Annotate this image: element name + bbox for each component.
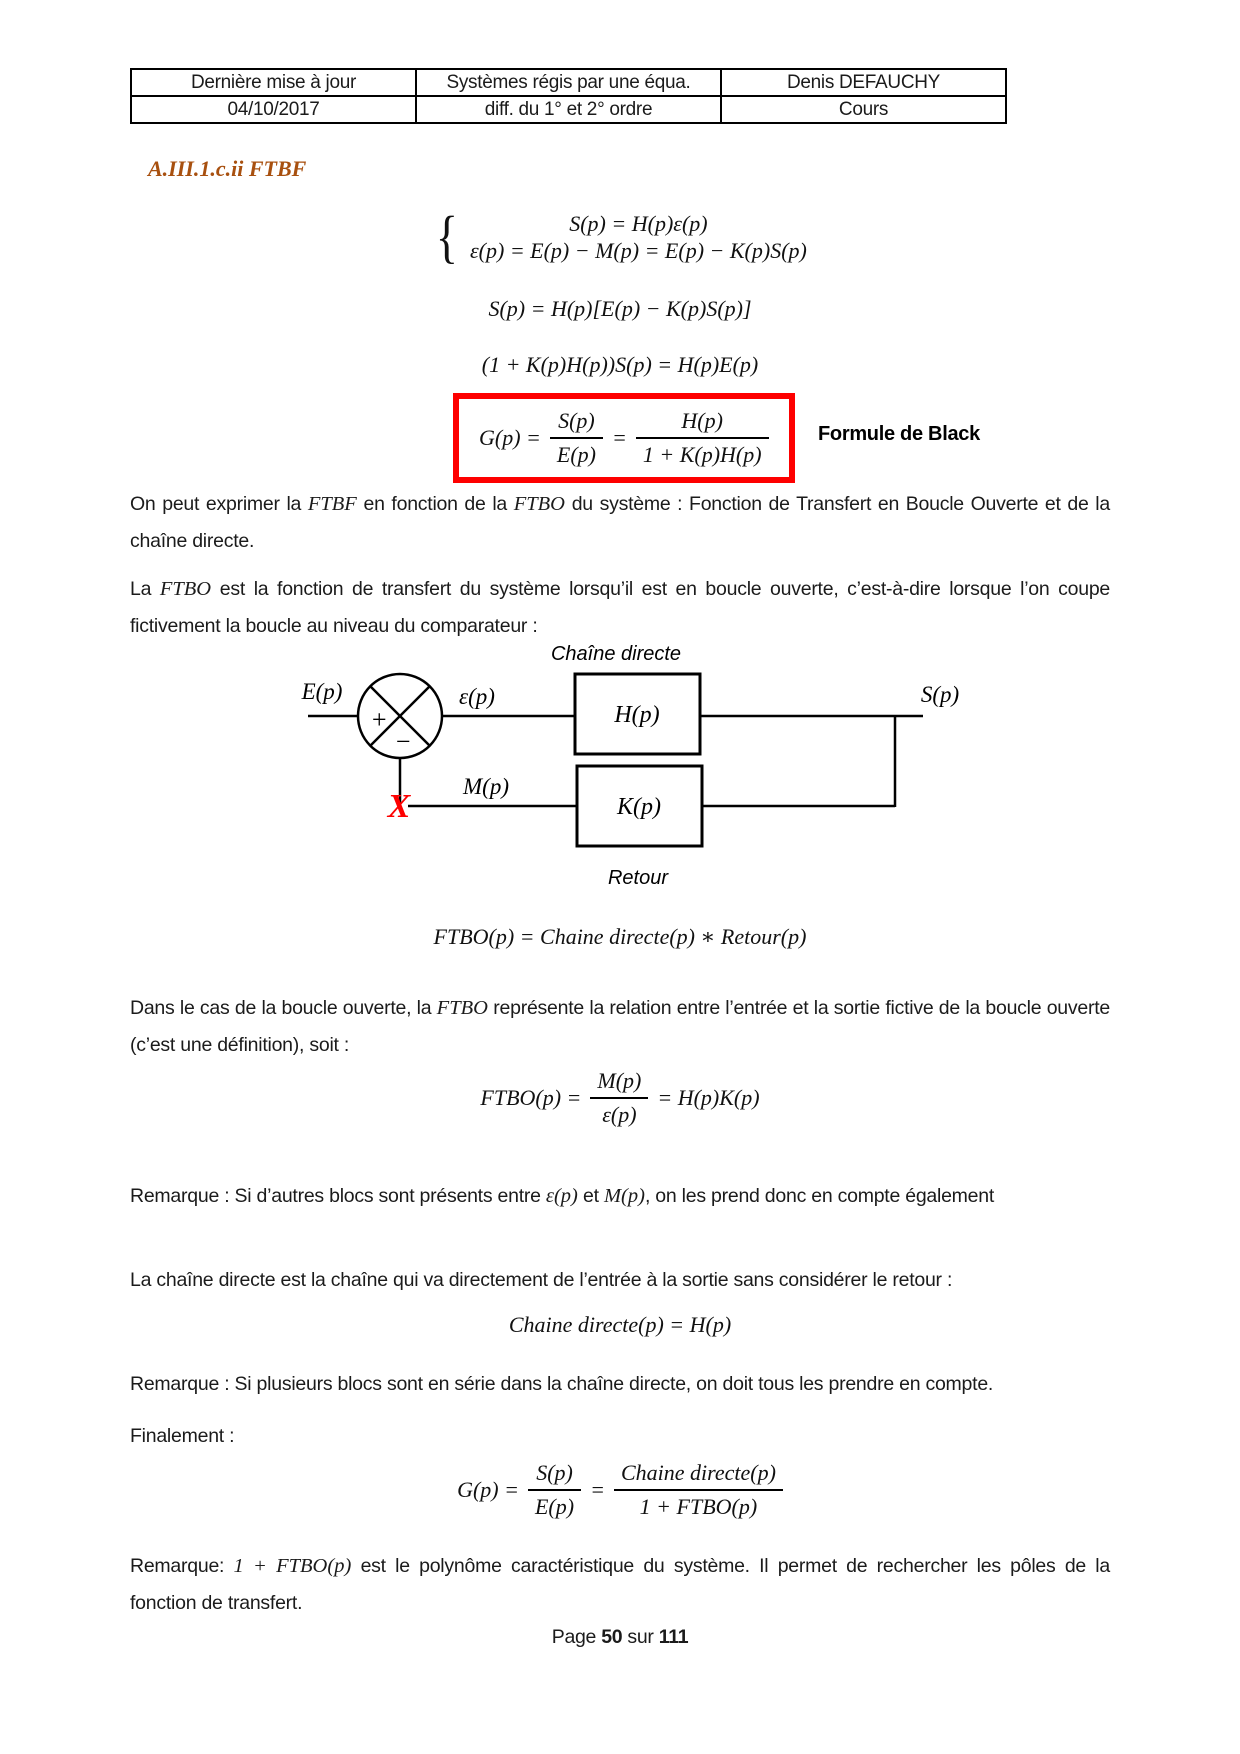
p6-text-1: Remarque : Si plusieurs blocs sont en sé…	[130, 1373, 994, 1395]
p2-text-1: La	[130, 578, 160, 600]
eq-black-frac2: H(p) 1 + K(p)H(p)	[635, 406, 769, 470]
p3-text-2: représente la relation entre l’entrée et…	[130, 997, 1110, 1056]
eq-final-frac1-num: S(p)	[527, 1458, 582, 1491]
paragraph-polynome: Remarque: 1 + FTBO(p) est le polynôme ca…	[130, 1548, 1110, 1622]
eq-final-frac2: Chaine directe(p) 1 + FTBO(p)	[613, 1458, 783, 1522]
paragraph-chaine-directe: La chaîne directe est la chaîne qui va d…	[130, 1262, 1110, 1299]
section-heading: A.III.1.c.ii FTBF	[148, 156, 307, 181]
p1-text-3: du système : Fonction de Transfert en Bo…	[130, 493, 1110, 552]
p3-text-1: Dans le cas de la boucle ouverte, la	[130, 997, 437, 1019]
p4-math-m: M(p)	[603, 1185, 645, 1207]
eq-final-equals: =	[590, 1477, 605, 1502]
header-row-2: 04/10/2017 diff. du 1° et 2° ordre Cours	[130, 95, 1007, 124]
p4-text-1: Remarque : Si d’autres blocs sont présen…	[130, 1185, 546, 1207]
p8-text-2: est le polynôme caractéristique du systè…	[130, 1555, 1110, 1614]
eq-ftbo-den: ε(p)	[602, 1102, 637, 1127]
header-cell-course-title-line1: Systèmes régis par une équa.	[415, 68, 722, 97]
eq-expanded: S(p) = H(p)[E(p) − K(p)S(p)]	[488, 296, 752, 321]
eq-ftbo-lhs: FTBO(p) =	[480, 1085, 582, 1110]
footer-total-pages: 111	[658, 1626, 689, 1648]
header-cell-last-update-label: Dernière mise à jour	[130, 68, 417, 97]
footer-page-number: 50	[601, 1626, 623, 1648]
eq-final-frac1: S(p) E(p)	[527, 1458, 582, 1522]
p8-math-ftbo: 1 + FTBO(p)	[233, 1555, 352, 1577]
eq-system: { S(p) = H(p)ε(p) ε(p) = E(p) − M(p) = E…	[130, 208, 1110, 266]
footer-middle: sur	[622, 1626, 659, 1648]
h-block-label: H(p)	[613, 702, 659, 728]
eq-black-frac1: S(p) E(p)	[549, 406, 603, 470]
eq-chaine-directe: Chaine directe(p) = H(p)	[508, 1312, 732, 1337]
junction-diagonal-2	[369, 685, 431, 747]
p2-text-2: est la fonction de transfert du système …	[130, 578, 1111, 637]
chaine-directe-label: Chaîne directe	[551, 643, 681, 665]
p4-text-2: et	[577, 1185, 604, 1207]
eq-characteristic: (1 + K(p)H(p))S(p) = H(p)E(p)	[481, 352, 759, 377]
eq-final: G(p) = S(p) E(p) = Chaine directe(p) 1 +…	[130, 1458, 1110, 1522]
page-footer: Page 50 sur 111	[0, 1626, 1240, 1649]
p2-math-ftbo: FTBO	[159, 578, 212, 600]
k-block	[575, 764, 704, 848]
loop-cut-mark: X	[387, 788, 412, 825]
eq-ftbo-frac: M(p) ε(p)	[590, 1066, 649, 1130]
eq-black-frac1-den: E(p)	[556, 442, 596, 467]
block-diagram: Chaîne directe Retour E(p) + − ε(p) H(p)…	[301, 643, 960, 889]
eq-black-equals: =	[611, 425, 627, 450]
header-row-1: Dernière mise à jour Systèmes régis par …	[130, 68, 1007, 97]
retour-label: Retour	[608, 867, 669, 889]
p3-math-ftbo: FTBO	[436, 997, 488, 1019]
eq-final-frac2-num: Chaine directe(p)	[613, 1458, 783, 1491]
footer-prefix: Page	[551, 1626, 602, 1648]
eq-system-line2: ε(p) = E(p) − M(p) = E(p) − K(p)S(p)	[470, 238, 807, 263]
paragraph-ftbf-ftbo: On peut exprimer la FTBF en fonction de …	[130, 486, 1110, 560]
eq-ftbo-definition: FTBO(p) = Chaine directe(p) ∗ Retour(p)	[433, 924, 807, 949]
eq-system-lines: S(p) = H(p)ε(p) ε(p) = E(p) − M(p) = E(p…	[470, 210, 807, 264]
paragraph-remarque-blocs: Remarque : Si d’autres blocs sont présen…	[130, 1178, 1110, 1215]
eq-black-frac2-num: H(p)	[635, 406, 769, 439]
header-cell-course-title-line2: diff. du 1° et 2° ordre	[415, 95, 722, 124]
eq-ftbo-num: M(p)	[590, 1066, 649, 1099]
h-block	[573, 672, 702, 756]
black-formula-row: G(p) = S(p) E(p) = H(p) 1 + K(p)H(p) For…	[130, 393, 1110, 483]
eq-black-lhs: G(p) =	[479, 425, 541, 450]
feedback-signal-label: M(p)	[462, 774, 509, 799]
eq-final-frac1-den: E(p)	[534, 1494, 575, 1519]
paragraph-ftbo-definition: La FTBO est la fonction de transfert du …	[130, 571, 1110, 645]
eq-final-frac2-den: 1 + FTBO(p)	[639, 1494, 758, 1519]
paragraph-finalement: Finalement :	[130, 1418, 1110, 1455]
p1-math-ftbo: FTBO	[513, 493, 565, 515]
header-table: Dernière mise à jour Systèmes régis par …	[130, 68, 1007, 124]
p7-text-1: Finalement :	[130, 1425, 235, 1447]
k-block-label: K(p)	[616, 794, 661, 820]
eq-ftbo-fraction: FTBO(p) = M(p) ε(p) = H(p)K(p)	[130, 1066, 1110, 1130]
header-cell-author: Denis DEFAUCHY	[720, 68, 1007, 97]
output-signal-label: S(p)	[921, 682, 959, 707]
minus-sign: −	[394, 727, 412, 756]
p4-math-eps: ε(p)	[545, 1185, 578, 1207]
plus-sign: +	[370, 705, 388, 734]
header-cell-last-update-date: 04/10/2017	[130, 95, 417, 124]
header-cell-doc-type: Cours	[720, 95, 1007, 124]
eq-black-frac2-den: 1 + K(p)H(p)	[642, 442, 762, 467]
eq-ftbo-rhs: = H(p)K(p)	[657, 1085, 760, 1110]
p5-text-1: La chaîne directe est la chaîne qui va d…	[130, 1269, 953, 1291]
error-signal-label: ε(p)	[459, 684, 495, 709]
paragraph-boucle-ouverte: Dans le cas de la boucle ouverte, la FTB…	[130, 990, 1110, 1064]
formule-de-black-caption: Formule de Black	[818, 423, 980, 445]
input-signal-label: E(p)	[301, 679, 343, 704]
system-brace: {	[435, 204, 459, 269]
eq-system-line1: S(p) = H(p)ε(p)	[569, 211, 708, 236]
eq-final-lhs: G(p) =	[457, 1477, 519, 1502]
p1-text-1: On peut exprimer la	[130, 493, 308, 515]
paragraph-remarque-serie: Remarque : Si plusieurs blocs sont en sé…	[130, 1366, 1110, 1403]
eq-black-frac1-num: S(p)	[549, 406, 603, 439]
p1-text-2: en fonction de la	[356, 493, 514, 515]
p4-text-3: , on les prend donc en compte également	[644, 1185, 995, 1207]
p8-text-1: Remarque:	[130, 1555, 234, 1577]
p1-math-ftbf: FTBF	[307, 493, 357, 515]
black-formula-box: G(p) = S(p) E(p) = H(p) 1 + K(p)H(p)	[453, 393, 795, 483]
